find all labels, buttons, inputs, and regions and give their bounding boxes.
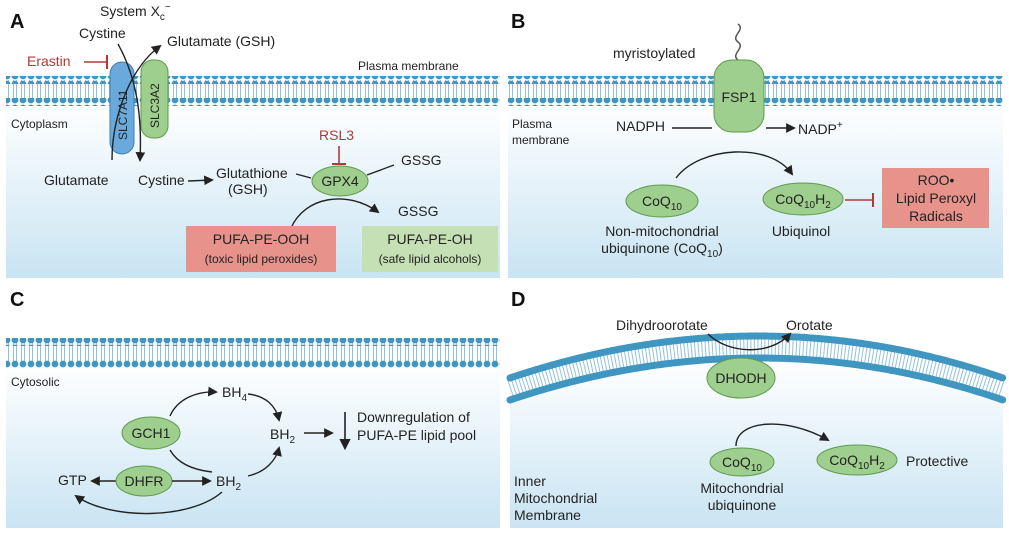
downregulation-label-1: Downregulation of (357, 409, 470, 425)
gch1-enzyme (121, 416, 181, 450)
ubiquinone-label: ubiquinone (CoQ10) (601, 240, 723, 260)
gch1-label: GCH1 (132, 425, 171, 441)
panel-c-cytoplasm (6, 364, 500, 528)
pufa-oh-box (362, 226, 498, 272)
pufa-oh-sub-label: (safe lipid alcohols) (379, 252, 482, 266)
glutamate-export-arrow (111, 44, 162, 161)
gpx4-enzyme (311, 165, 369, 197)
orotate-label: Orotate (786, 317, 833, 333)
coq10-label-d: CoQ10 (722, 454, 762, 474)
bh4-to-bh2-arrow (247, 393, 283, 422)
erastin-label: Erastin (27, 53, 71, 69)
roo-label: ROO• (918, 172, 955, 188)
downregulation-label-2: PUFA-PE lipid pool (357, 427, 476, 443)
bh2-to-gtp-return-arrow (74, 491, 223, 515)
inner-label: Inner (514, 473, 546, 489)
dhodh-label: DHODH (715, 370, 766, 386)
panel-d-letter: D (511, 289, 525, 311)
gsh-label: (GSH) (228, 181, 268, 197)
coq10-reduction-arrow (675, 151, 794, 179)
plasma-membrane-label: Plasma membrane (358, 59, 459, 73)
cystine-out-label: Cystine (79, 25, 126, 41)
slc3a2-transporter (140, 59, 169, 139)
dihydroorotate-label: Dihydroorotate (616, 317, 708, 333)
panel-d-matrix (510, 360, 1003, 528)
coq10-molecule-d (709, 447, 775, 477)
cystine-to-glutathione-arrow (187, 175, 214, 186)
dhfr-label: DHFR (125, 473, 164, 489)
cytosolic-label: Cytosolic (11, 375, 60, 389)
panel-a: A System Xc− Cystine Glutamate (GSH) Era… (6, 2, 500, 278)
bh2-mid-label: BH2 (270, 426, 295, 446)
lipid-reduction-arrow (290, 198, 380, 229)
mitochondrial-ubiquinone-label-2: ubiquinone (708, 497, 777, 513)
gssg-top-label: GSSG (401, 152, 441, 168)
gpx4-label: GPX4 (321, 173, 359, 189)
rsl3-label: RSL3 (319, 127, 354, 143)
pufa-ooh-box (186, 226, 336, 272)
panel-d-membrane (506, 332, 1007, 404)
mitochondrial-label: Mitochondrial (514, 490, 597, 506)
bh2-low-label: BH2 (216, 473, 241, 493)
fsp1-enzyme (713, 59, 765, 133)
lipid-peroxyl-box (882, 168, 989, 228)
glutamate-gsh-out-label: Glutamate (GSH) (167, 33, 275, 49)
dhodh-enzyme (706, 357, 776, 399)
pufa-ooh-sub-label: (toxic lipid peroxides) (205, 252, 318, 266)
coq10h2-molecule-d (816, 444, 898, 476)
system-xc-label: System Xc− (100, 2, 171, 23)
ubiquinol-label: Ubiquinol (772, 223, 830, 239)
myristoyl-anchor (735, 23, 741, 61)
coq10h2-label-d: CoQ10H2 (829, 452, 885, 472)
cystine-import-arrow (117, 43, 146, 162)
slc7a11-transporter (109, 61, 135, 155)
gssg-bottom-label: GSSG (398, 203, 438, 219)
gpx4-to-gssg-line (366, 164, 395, 176)
fsp1-label: FSP1 (721, 89, 756, 105)
panel-b-letter: B (511, 11, 525, 33)
dihydroorotate-to-orotate-arrow (707, 332, 792, 351)
coq10h2-molecule (762, 182, 844, 216)
panel-a-letter: A (10, 11, 24, 33)
myristoylated-label: myristoylated (613, 45, 695, 61)
radicals-label: Radicals (909, 208, 963, 224)
coq10-molecule (625, 184, 699, 218)
membrane-label: membrane (512, 133, 570, 147)
gch1-from-bh2-arc (169, 449, 213, 473)
slc7a11-label: SLC7A11 (116, 89, 130, 140)
glutathione-label: Glutathione (216, 165, 288, 181)
gtp-label: GTP (58, 472, 87, 488)
gch1-to-bh4-arrow (169, 386, 218, 417)
panel-b: B myristoylated FSP1 Plasma membrane NAD… (508, 11, 1003, 278)
panel-a-membrane (6, 76, 500, 106)
non-mito-label: Non-mitochondrial (605, 223, 719, 239)
bh4-label: BH4 (222, 384, 247, 404)
glutamate-in-label: Glutamate (44, 172, 109, 188)
glutathione-to-gpx4-line (295, 173, 312, 179)
cystine-in-label: Cystine (138, 172, 185, 188)
panel-d: D Dihydroorotate Orotate DHODH CoQ10 CoQ… (506, 289, 1007, 528)
bh2-low-to-bh2-arrow (247, 446, 282, 477)
membrane-label-d: Membrane (514, 507, 581, 523)
nadph-label: NADPH (616, 118, 665, 134)
coq10h2-label: CoQ10H2 (775, 191, 831, 211)
panel-c: C Cytosolic BH4 GCH1 BH2 Downregulation … (6, 289, 500, 528)
cytoplasm-label: Cytoplasm (11, 117, 68, 131)
coq10-label: CoQ10 (642, 193, 682, 213)
pufa-oh-label: PUFA-PE-OH (387, 231, 473, 247)
pufa-ooh-label: PUFA-PE-OOH (213, 231, 309, 247)
panel-c-membrane (6, 338, 500, 368)
lipid-peroxyl-label: Lipid Peroxyl (896, 190, 976, 206)
panel-c-letter: C (10, 289, 24, 311)
protective-label: Protective (906, 453, 968, 469)
slc3a2-label: SLC3A2 (148, 83, 162, 128)
mitochondrial-ubiquinone-label-1: Mitochondrial (700, 480, 783, 496)
plasma-label: Plasma (512, 117, 552, 131)
coq10-reduction-arrow-d (735, 423, 830, 447)
nadp-label: NADP+ (798, 120, 843, 137)
